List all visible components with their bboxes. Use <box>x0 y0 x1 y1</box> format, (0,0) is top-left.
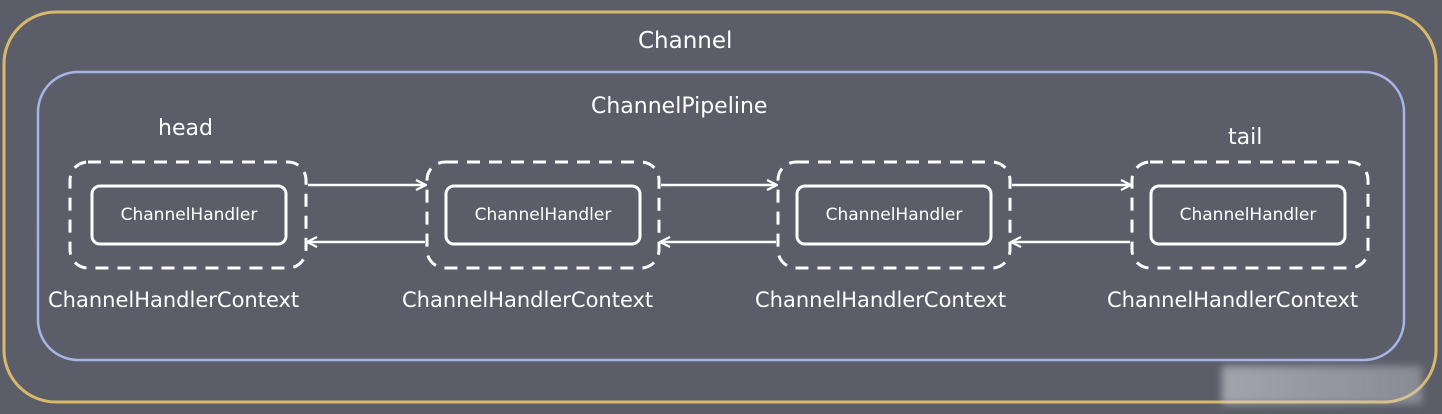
handler-label-1: ChannelHandler <box>120 205 258 225</box>
pipeline-container <box>36 70 1406 362</box>
context-label-3: ChannelHandlerContext <box>755 288 1007 312</box>
handler-label-3: ChannelHandler <box>825 205 963 225</box>
context-box-2 <box>425 160 661 270</box>
context-box-3 <box>776 160 1012 270</box>
channel-container <box>2 10 1438 404</box>
handler-box-1 <box>90 184 288 246</box>
context-label-4: ChannelHandlerContext <box>1107 288 1359 312</box>
tail-label: tail <box>1228 125 1263 150</box>
handler-box-3 <box>795 184 993 246</box>
handler-label-4: ChannelHandler <box>1179 205 1317 225</box>
handler-box-4 <box>1149 184 1347 246</box>
context-box-4 <box>1130 160 1370 270</box>
context-label-1: ChannelHandlerContext <box>48 288 300 312</box>
pipeline-title: ChannelPipeline <box>591 94 768 119</box>
handler-box-2 <box>444 184 642 246</box>
handler-label-2: ChannelHandler <box>474 205 612 225</box>
context-box-1 <box>68 160 308 270</box>
channel-title: Channel <box>638 28 733 54</box>
head-label: head <box>158 116 213 141</box>
context-label-2: ChannelHandlerContext <box>402 288 654 312</box>
watermark <box>1222 366 1422 404</box>
